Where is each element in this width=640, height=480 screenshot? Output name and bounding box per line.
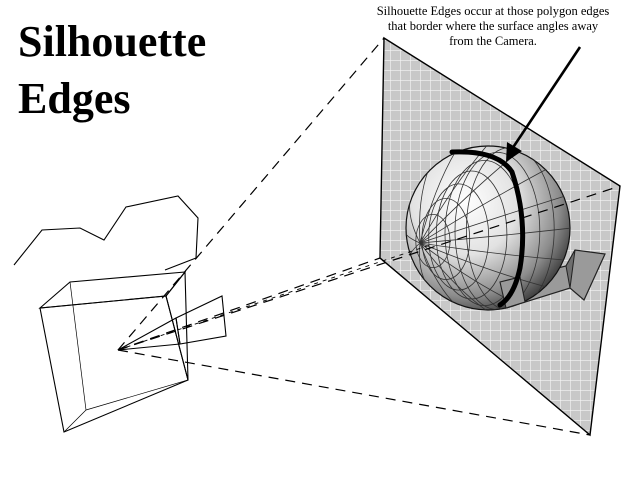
sphere-meridian	[419, 242, 548, 288]
sphere-meridian	[419, 168, 430, 244]
sphere-meridian	[419, 242, 566, 261]
sphere-meridian	[419, 150, 457, 244]
silhouette-edge-line	[449, 149, 526, 308]
annotation-pointer-arrow	[506, 46, 582, 162]
annotation-line-3: from the Camera.	[449, 34, 537, 48]
sphere-parallel	[428, 183, 490, 291]
annotation-line-1: Silhouette Edges occur at those polygon …	[376, 4, 610, 18]
sphere-meridian	[419, 227, 570, 244]
title-line-1: Silhouette	[18, 17, 207, 66]
annotation-line-2: that border where the surface angles awa…	[387, 19, 599, 33]
title-line-2: Edges	[18, 74, 131, 123]
sphere-parallel	[435, 170, 508, 300]
annotation-text: Silhouette Edges occur at those polygon …	[352, 4, 634, 49]
camera	[13, 195, 227, 433]
view-frustum-lines	[117, 37, 621, 436]
sphere-meridian	[419, 242, 489, 310]
sphere-meridian	[419, 195, 566, 244]
sphere	[405, 145, 571, 311]
sphere-meridian	[406, 227, 421, 244]
